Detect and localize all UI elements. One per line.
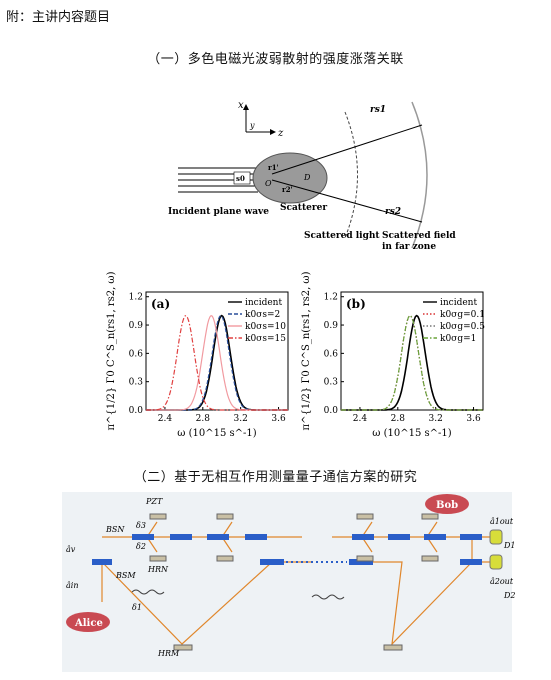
scattering-diagram: x z y s0 O r1' r2' D rs1 rs2 Incident pl… [168, 100, 456, 252]
panel-label: (b) [346, 297, 366, 311]
x-tick-label: 2.4 [158, 414, 173, 424]
scattered-light-label: Scattered light [304, 231, 380, 241]
axis-x-label: x [238, 100, 244, 111]
legend-label: incident [245, 298, 282, 308]
bsm-label: BSM [115, 571, 136, 580]
y-tick-label: 0.3 [324, 378, 339, 388]
r2-label: r2' [282, 185, 293, 194]
section1-title: （一）多色电磁光波弱散射的强度涨落关联 [147, 52, 404, 67]
pzt-label: PZT [145, 497, 163, 506]
rs2-label: rs2 [385, 207, 401, 217]
appendix-header: 附：主讲内容题目 [6, 10, 111, 25]
legend-label: k0σs=10 [245, 322, 286, 332]
delta1-label: δ1 [132, 603, 142, 612]
x-tick-label: 2.4 [353, 414, 368, 424]
y-tick-label: 0.9 [129, 321, 144, 331]
d2-label: D2 [503, 591, 516, 600]
far-field-label-2: in far zone [382, 242, 436, 252]
axis-y-label: y [249, 121, 255, 130]
y-tick-label: 0.6 [324, 349, 339, 359]
a2out-label: â2out [490, 577, 514, 586]
x-axis-label: ω (10^15 s^-1) [372, 428, 451, 439]
far-field-label-1: Scattered field [382, 231, 456, 241]
y-axis-label: π^{1/2} Γ0 C^S_n(rs1, rs2, ω) [301, 271, 312, 430]
x-tick-label: 3.6 [466, 414, 481, 424]
legend-label: k0σs=2 [245, 310, 280, 320]
bob-label: Bob [436, 500, 458, 511]
d1-label: D1 [503, 541, 516, 550]
y-tick-label: 0.0 [129, 406, 144, 416]
x-axis-label: ω (10^15 s^-1) [177, 428, 256, 439]
quantum-setup-diagram: Bob Alice PZT BSN BSM HRN HRM δ3 δ2 δ1 â… [62, 492, 516, 672]
series-line [146, 315, 288, 411]
r1-label: r1' [268, 163, 279, 172]
y-tick-label: 1.2 [129, 293, 143, 303]
hrn-label: HRN [147, 565, 169, 574]
x-tick-label: 2.8 [391, 414, 406, 424]
delta2-label: δ2 [136, 542, 146, 551]
y-tick-label: 0.9 [324, 321, 339, 331]
origin-label: O [265, 179, 272, 188]
hrm-label: HRM [157, 649, 180, 658]
legend-label: k0σg=0.1 [440, 310, 485, 320]
plot-frame [340, 291, 484, 411]
chart-panel-a: 2.4 2.8 3.2 3.6 0.0 0.3 0.6 0.9 1.2 ω (10^15 s^-1… [106, 271, 289, 439]
delta3-label: δ3 [136, 521, 146, 530]
panel-label: (a) [151, 297, 170, 311]
y-axis-label: π^{1/2} Γ0 C^S_n(rs1, rs2, ω) [106, 271, 117, 430]
x-tick-label: 2.8 [196, 414, 211, 424]
a1out-label: â1out [490, 517, 514, 526]
ain-label: âin [66, 581, 78, 590]
alice-label: Alice [74, 618, 103, 629]
bsn-label: BSN [105, 525, 125, 534]
axis-z-label: z [277, 128, 284, 139]
y-tick-label: 1.2 [324, 293, 338, 303]
x-tick-label: 3.2 [234, 414, 248, 424]
x-tick-label: 3.6 [271, 414, 286, 424]
scatterer-label: Scatterer [280, 203, 327, 213]
legend-label: k0σs=15 [245, 334, 286, 344]
incident-wave-label: Incident plane wave [168, 207, 269, 217]
section2-title: （二）基于无相互作用测量量子通信方案的研究 [133, 470, 418, 485]
s0-label: s0 [236, 174, 245, 183]
av-label: âv [66, 545, 76, 554]
y-tick-label: 0.3 [129, 378, 144, 388]
y-tick-label: 0.0 [324, 406, 339, 416]
x-tick-label: 3.2 [429, 414, 443, 424]
rs1-label: rs1 [370, 105, 386, 115]
legend-label: incident [440, 298, 477, 308]
D-label: D [303, 173, 311, 182]
series-line [341, 315, 483, 411]
y-tick-label: 0.6 [129, 349, 144, 359]
legend-label: k0σg=0.5 [440, 322, 485, 332]
chart-panel-b: 2.4 2.8 3.2 3.6 0.0 0.3 0.6 0.9 1.2 ω (10^15 s^-1… [301, 271, 485, 439]
legend-label: k0σg=1 [440, 334, 476, 344]
